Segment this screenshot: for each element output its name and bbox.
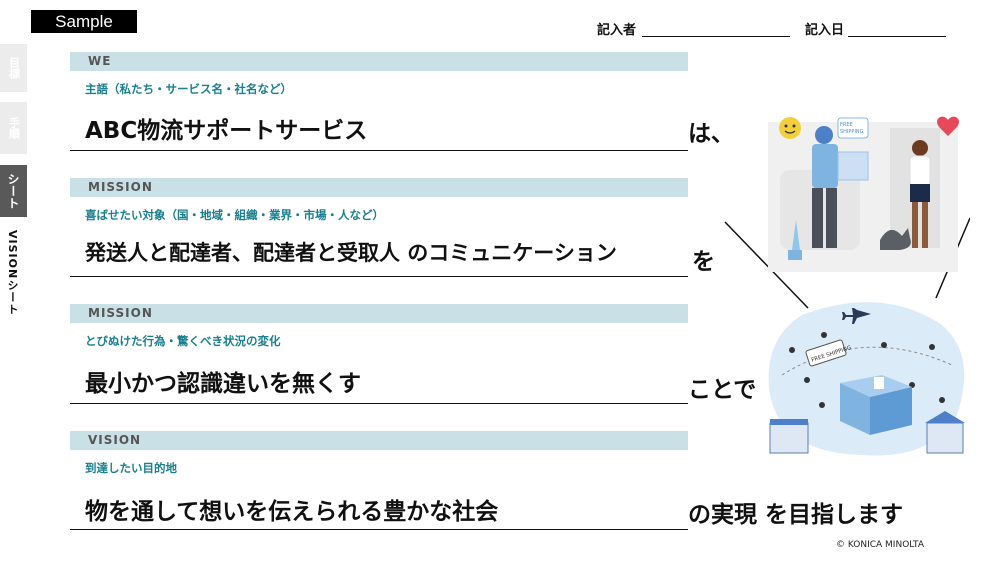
hint-action: とびぬけた行為・驚くべき状況の変化: [85, 334, 281, 348]
answer-line-target: [70, 276, 688, 277]
side-tab-sheet[interactable]: シート: [0, 165, 27, 217]
particle-wa: は、: [688, 121, 734, 147]
answer-target[interactable]: 発送人と配達者、配達者と受取人 のコミュニケーション: [85, 241, 617, 265]
heart-icon: [937, 116, 959, 136]
hint-subject: 主語（私たち・サービス名・社名など）: [85, 82, 292, 96]
cat-icon: [880, 228, 911, 250]
sample-tag: Sample: [31, 10, 137, 33]
answer-action[interactable]: 最小かつ認識違いを無くす: [85, 371, 361, 397]
date-label: 記入日: [805, 23, 845, 38]
smiley-icon: [779, 117, 801, 139]
particle-jitsugen: の実現 を目指します: [688, 502, 904, 528]
side-vertical-label: VISIONシート: [6, 230, 19, 316]
date-field-line[interactable]: [848, 36, 946, 37]
copyright: © KONICA MINOLTA: [836, 540, 925, 550]
writer-field-line[interactable]: [642, 36, 790, 37]
side-tab-goal[interactable]: 目標: [0, 44, 27, 92]
answer-line-subject: [70, 150, 688, 151]
airplane-icon: [842, 308, 871, 324]
answer-subject[interactable]: ABC物流サポートサービス: [85, 118, 368, 144]
hint-target: 喜ばせたい対象（国・地域・組織・業界・市場・人など）: [85, 208, 384, 222]
answer-line-destination: [70, 529, 688, 530]
answer-destination[interactable]: 物を通して想いを伝えられる豊かな社会: [85, 499, 499, 525]
answer-line-action: [70, 403, 688, 404]
side-tab-steps[interactable]: 手順: [0, 102, 27, 154]
band-we: WE: [70, 52, 688, 71]
hint-destination: 到達したい目的地: [85, 461, 177, 475]
particle-wo: を: [692, 249, 715, 275]
band-mission-target: MISSION: [70, 178, 688, 197]
writer-label: 記入者: [597, 23, 637, 38]
particle-kotode: ことで: [688, 377, 757, 403]
svg-text:SHIPPING: SHIPPING: [840, 129, 864, 135]
band-vision: VISION: [70, 431, 688, 450]
delivery-illustration: FREE SHIPPING: [768, 116, 959, 272]
shipping-map-illustration: FREE SHIPPING: [768, 302, 965, 456]
band-mission-action: MISSION: [70, 304, 688, 323]
svg-text:FREE: FREE: [840, 122, 853, 128]
